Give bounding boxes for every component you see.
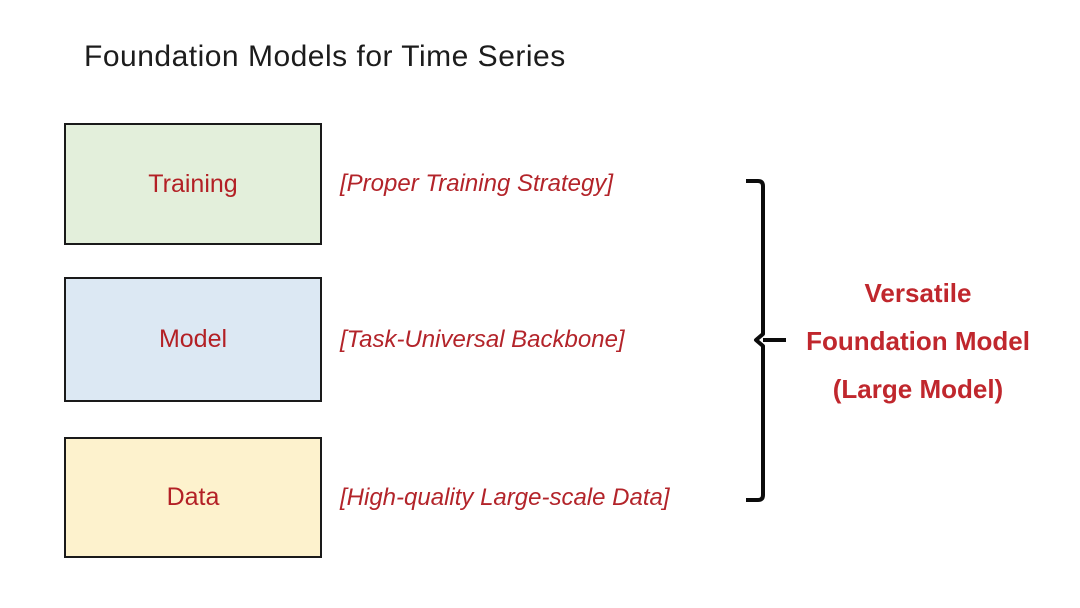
- training-annotation: [Proper Training Strategy]: [340, 170, 614, 197]
- result-line-2: Foundation Model: [806, 326, 1030, 356]
- diagram-row-model: Model [Task-Universal Backbone]: [0, 277, 1080, 402]
- training-box-label: Training: [148, 169, 238, 198]
- result-label: Versatile Foundation Model (Large Model): [795, 269, 1041, 413]
- data-box-label: Data: [166, 483, 220, 511]
- data-box: Data: [64, 437, 322, 558]
- model-annotation: [Task-Universal Backbone]: [340, 325, 625, 353]
- page-title: Foundation Models for Time Series: [84, 40, 566, 73]
- training-box: Training: [64, 123, 322, 245]
- model-box: Model: [64, 277, 322, 402]
- brace-icon: [746, 179, 786, 502]
- diagram-row-training: Training [Proper Training Strategy]: [0, 123, 1080, 245]
- result-line-3: (Large Model): [832, 374, 1004, 404]
- result-line-1: Versatile: [864, 278, 972, 308]
- diagram-row-data: Data [High-quality Large-scale Data]: [0, 437, 1080, 558]
- model-box-label: Model: [158, 325, 228, 353]
- data-annotation: [High-quality Large-scale Data]: [340, 483, 670, 511]
